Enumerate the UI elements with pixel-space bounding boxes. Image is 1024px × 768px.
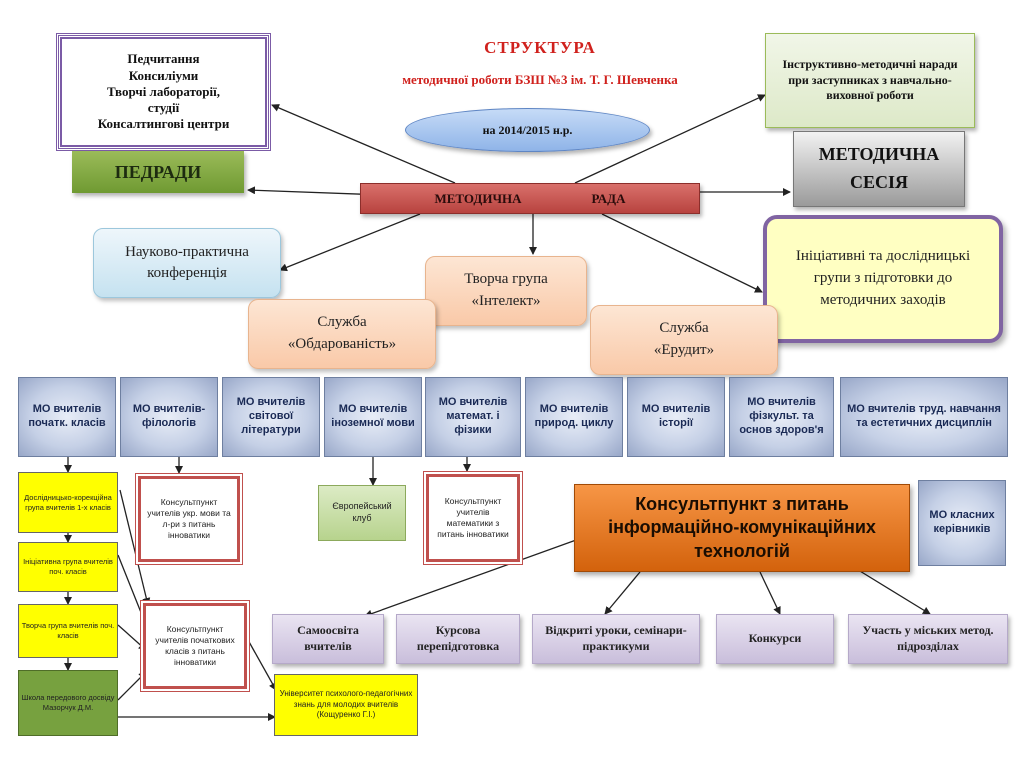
ict-course-training: Курсова перепідготовка <box>396 614 520 664</box>
mo-class-leaders-label: МО класних керівників <box>929 509 995 535</box>
ict-consult-label: Консультпункт з питань інформаційно-кому… <box>608 493 876 561</box>
mo-label: МО вчителів початк. класів <box>28 403 106 429</box>
primary-group-label: Ініціативна група вчителів поч. класів <box>23 557 113 576</box>
academic-year-oval: на 2014/2015 н.р. <box>405 108 650 152</box>
instructive-meetings-label: Інструктивно-методичні наради при заступ… <box>782 57 958 103</box>
pedrady-item: Консиліуми <box>128 67 199 83</box>
pedrady-item: Педчитання <box>127 51 200 67</box>
ict-open-lessons: Відкриті уроки, семінари-практикуми <box>532 614 700 664</box>
consult-math-box: Консультпункт учителів математики з пита… <box>423 471 523 565</box>
school-of-experience-label: Школа передового досвіду Мазорчук Д.М. <box>21 693 115 712</box>
creative-group-box: Творча група «Інтелект» <box>425 256 587 326</box>
mo-natural-sciences: МО вчителів природ. циклу <box>525 377 623 457</box>
mo-primary-teachers: МО вчителів початк. класів <box>18 377 116 457</box>
mo-label: МО вчителів історії <box>641 403 711 429</box>
primary-group-research: Дослідницько-корекційна група вчителів 1… <box>18 472 118 533</box>
service-gifted-line: Служба <box>317 314 367 331</box>
consult-philology-box: Консультпункт учителів укр. мови та л-ри… <box>135 473 243 565</box>
service-erudite-line: «Ерудит» <box>653 342 715 358</box>
pedrady-forms-box: Педчитання Консиліуми Творчі лабораторії… <box>56 33 271 151</box>
ict-child-label: Конкурси <box>748 631 802 646</box>
mo-foreign-language: МО вчителів іноземної мови <box>324 377 422 457</box>
conference-box: Науково-практична конференція <box>93 228 281 298</box>
method-session-line: МЕТОДИЧНА <box>818 144 940 165</box>
method-session-box: МЕТОДИЧНА СЕСІЯ <box>793 131 965 207</box>
ict-child-label: Курсова перепідготовка <box>416 623 500 653</box>
primary-group-label: Дослідницько-корекційна група вчителів 1… <box>24 492 112 512</box>
method-council-box: МЕТОДИЧНА РАДА <box>360 183 700 214</box>
service-erudite-line: Служба <box>659 320 709 337</box>
school-of-experience: Школа передового досвіду Мазорчук Д.М. <box>18 670 118 736</box>
initiative-groups-label: Ініціативні та дослідницькі групи з підг… <box>795 248 971 308</box>
consult-primary-box: Консультпункт учителів початкових класів… <box>140 600 250 692</box>
method-session-line: СЕСІЯ <box>849 172 908 192</box>
initiative-groups-box: Ініціативні та дослідницькі групи з підг… <box>763 215 1003 343</box>
mo-label: МО вчителів іноземної мови <box>331 403 415 429</box>
consult-math-label: Консультпункт учителів математики з пита… <box>437 495 509 540</box>
consult-philology-label: Консультпункт учителів укр. мови та л-ри… <box>147 496 231 541</box>
conference-label: Науково-практична конференція <box>125 244 249 281</box>
mo-class-leaders: МО класних керівників <box>918 480 1006 566</box>
consult-primary-label: Консультпункт учителів початкових класів… <box>155 623 235 668</box>
european-club-box: Європейський клуб <box>318 485 406 541</box>
pedrady-item: Творчі лабораторії, <box>107 83 220 99</box>
mo-label: МО вчителів природ. циклу <box>534 403 614 429</box>
ict-child-label: Відкриті уроки, семінари-практикуми <box>545 623 687 653</box>
mo-label: МО вчителів-філологів <box>132 403 206 429</box>
ict-contests: Конкурси <box>716 614 834 664</box>
pedrady-item: студії <box>147 100 180 116</box>
pedrady-label: ПЕДРАДИ <box>114 161 202 182</box>
mo-world-literature: МО вчителів світової літератури <box>222 377 320 457</box>
ict-city-units: Участь у міських метод. підрозділах <box>848 614 1008 664</box>
pedrady-item: Консалтингові центри <box>97 116 230 132</box>
diagram-title: СТРУКТУРА <box>484 38 596 57</box>
mo-history: МО вчителів історії <box>627 377 725 457</box>
academic-year-label: на 2014/2015 н.р. <box>482 122 573 137</box>
young-teachers-university-label: Університет психолого-педагогічних знань… <box>279 689 413 720</box>
primary-group-label: Творча група вчителів поч. класів <box>21 621 115 640</box>
ict-child-label: Самоосвіта вчителів <box>297 623 359 653</box>
creative-group-line: «Інтелект» <box>471 293 541 309</box>
diagram-subtitle: методичної роботи БЗШ №3 ім. Т. Г. Шевче… <box>402 72 678 87</box>
mo-label: МО вчителів фізкульт. та основ здоров'я <box>739 396 824 436</box>
ict-child-label: Участь у міських метод. підрозділах <box>862 623 994 653</box>
mo-math-physics: МО вчителів математ. і фізики <box>425 377 521 457</box>
service-gifted-line: «Обдарованість» <box>287 336 397 352</box>
pedrady-box: ПЕДРАДИ <box>72 151 244 193</box>
instructive-meetings-box: Інструктивно-методичні наради при заступ… <box>765 33 975 128</box>
mo-physical-education: МО вчителів фізкульт. та основ здоров'я <box>729 377 834 457</box>
mo-label: МО вчителів труд. навчання та естетичних… <box>847 403 1001 429</box>
service-erudite-box: Служба «Ерудит» <box>590 305 778 375</box>
mo-philologists: МО вчителів-філологів <box>120 377 218 457</box>
creative-group-line: Творча група <box>464 271 548 288</box>
method-council-word: РАДА <box>591 190 626 206</box>
european-club-label: Європейський клуб <box>332 501 392 523</box>
mo-label: МО вчителів математ. і фізики <box>438 396 508 436</box>
young-teachers-university: Університет психолого-педагогічних знань… <box>274 674 418 736</box>
primary-group-initiative: Ініціативна група вчителів поч. класів <box>18 542 118 592</box>
mo-labor-aesthetics: МО вчителів труд. навчання та естетичних… <box>840 377 1008 457</box>
method-council-word: МЕТОДИЧНА <box>434 190 522 206</box>
ict-consult-box: Консультпункт з питань інформаційно-кому… <box>574 484 910 572</box>
primary-group-creative: Творча група вчителів поч. класів <box>18 604 118 658</box>
service-gifted-box: Служба «Обдарованість» <box>248 299 436 369</box>
ict-self-education: Самоосвіта вчителів <box>272 614 384 664</box>
mo-label: МО вчителів світової літератури <box>236 396 306 436</box>
